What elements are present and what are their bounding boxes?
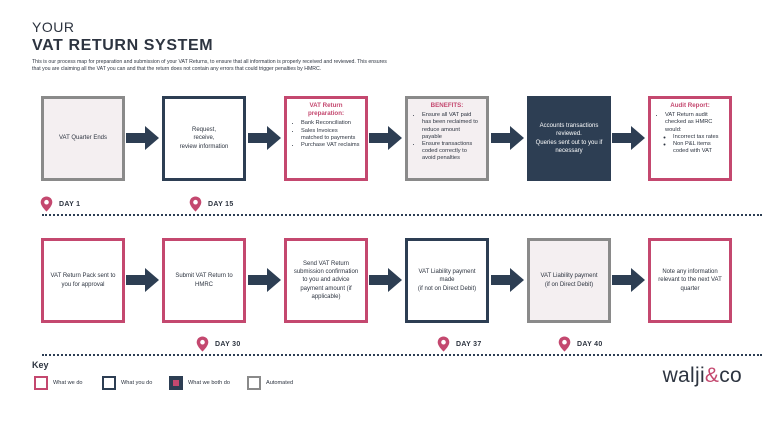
location-pin-icon bbox=[437, 336, 450, 352]
key-swatch bbox=[247, 376, 261, 390]
key-label: Automated bbox=[266, 380, 294, 386]
day-label: DAY 15 bbox=[208, 200, 234, 208]
step-audit-report: Audit Report: VAT Return audit checked a… bbox=[648, 96, 732, 181]
arrow-right-icon bbox=[126, 125, 160, 151]
arrow-right-icon bbox=[612, 125, 646, 151]
list-item: VAT Return audit checked as HMRC would: bbox=[665, 112, 724, 134]
list-item: Bank Reconciliation bbox=[301, 120, 360, 127]
key-swatch bbox=[34, 376, 48, 390]
list-item: Purchase VAT reclaims bbox=[301, 142, 360, 149]
day-label: DAY 37 bbox=[456, 340, 482, 348]
step-liability-payment-manual: VAT Liability payment made (if not on Di… bbox=[405, 238, 489, 323]
location-pin-icon bbox=[40, 196, 53, 212]
key-label: What we both do bbox=[188, 380, 230, 386]
step-send-confirmation: Send VAT Return submission confirmation … bbox=[284, 238, 368, 323]
day-marker-15: DAY 15 bbox=[189, 196, 234, 212]
header-your: YOUR bbox=[32, 19, 75, 35]
intro-text: This is our process map for preparation … bbox=[32, 59, 387, 72]
list-item: Sales Invoices matched to payments bbox=[301, 128, 360, 142]
step-vat-quarter-ends: VAT Quarter Ends bbox=[41, 96, 125, 181]
step-text: VAT Return Pack sent to you for approval bbox=[50, 273, 116, 288]
key-item-automated: Automated bbox=[247, 376, 293, 390]
step-text: Submit VAT Return to HMRC bbox=[175, 273, 233, 288]
page-title: VAT RETURN SYSTEM bbox=[32, 37, 214, 54]
company-logo: walji&co bbox=[663, 364, 742, 388]
key-item-what-you-do: What you do bbox=[102, 376, 152, 390]
step-text: VAT Liability payment made (if not on Di… bbox=[417, 269, 477, 292]
key-swatch bbox=[169, 376, 183, 390]
arrow-right-icon bbox=[369, 267, 403, 293]
arrow-right-icon bbox=[369, 125, 403, 151]
step-text: Accounts transactions reviewed. Queries … bbox=[535, 123, 603, 154]
day-marker-40: DAY 40 bbox=[558, 336, 603, 352]
list-subitem: Non P&L items coded with VAT bbox=[673, 141, 724, 155]
day-label: DAY 1 bbox=[59, 200, 81, 208]
step-text: VAT Quarter Ends bbox=[58, 135, 108, 142]
day-label: DAY 30 bbox=[215, 340, 241, 348]
step-text: VAT Liability payment (if on Direct Debi… bbox=[540, 273, 598, 288]
location-pin-icon bbox=[189, 196, 202, 212]
key-item-what-we-both-do: What we both do bbox=[169, 376, 230, 390]
arrow-right-icon bbox=[248, 267, 282, 293]
row-divider bbox=[42, 354, 762, 356]
list-item: Ensure all VAT paid has been reclaimed t… bbox=[422, 112, 481, 141]
step-liability-payment-dd: VAT Liability payment (if on Direct Debi… bbox=[527, 238, 611, 323]
day-marker-37: DAY 37 bbox=[437, 336, 482, 352]
step-heading: VAT Return preparation: bbox=[307, 102, 345, 118]
row-divider bbox=[42, 214, 762, 216]
list-subitem: Incorrect tax rates bbox=[673, 134, 724, 141]
step-text: Request, receive, review information bbox=[179, 127, 229, 150]
step-submit-vat-return: Submit VAT Return to HMRC bbox=[162, 238, 246, 323]
step-accounts-reviewed: Accounts transactions reviewed. Queries … bbox=[527, 96, 611, 181]
step-text: Send VAT Return submission confirmation … bbox=[293, 260, 359, 300]
arrow-right-icon bbox=[248, 125, 282, 151]
location-pin-icon bbox=[558, 336, 571, 352]
key-title: Key bbox=[32, 360, 49, 370]
arrow-right-icon bbox=[491, 267, 525, 293]
step-request-receive-review: Request, receive, review information bbox=[162, 96, 246, 181]
day-marker-30: DAY 30 bbox=[196, 336, 241, 352]
logo-ampersand: & bbox=[704, 364, 720, 387]
logo-text: walji bbox=[662, 364, 705, 387]
location-pin-icon bbox=[196, 336, 209, 352]
arrow-right-icon bbox=[491, 125, 525, 151]
step-text: Note any information relevant to the nex… bbox=[658, 269, 722, 292]
logo-text-end: co bbox=[719, 364, 742, 387]
step-vat-return-pack: VAT Return Pack sent to you for approval bbox=[41, 238, 125, 323]
step-vat-return-preparation: VAT Return preparation: Bank Reconciliat… bbox=[284, 96, 368, 181]
day-label: DAY 40 bbox=[577, 340, 603, 348]
arrow-right-icon bbox=[612, 267, 646, 293]
day-marker-1: DAY 1 bbox=[40, 196, 80, 212]
key-swatch bbox=[102, 376, 116, 390]
step-note-information: Note any information relevant to the nex… bbox=[648, 238, 732, 323]
step-benefits: BENEFITS: Ensure all VAT paid has been r… bbox=[405, 96, 489, 181]
step-heading: Audit Report: bbox=[670, 102, 710, 109]
step-heading: BENEFITS: bbox=[430, 102, 464, 109]
key-item-what-we-do: What we do bbox=[34, 376, 83, 390]
key-label: What you do bbox=[121, 380, 153, 386]
key-label: What we do bbox=[53, 380, 83, 386]
arrow-right-icon bbox=[126, 267, 160, 293]
list-item: Ensure transactions coded correctly to a… bbox=[422, 141, 481, 163]
